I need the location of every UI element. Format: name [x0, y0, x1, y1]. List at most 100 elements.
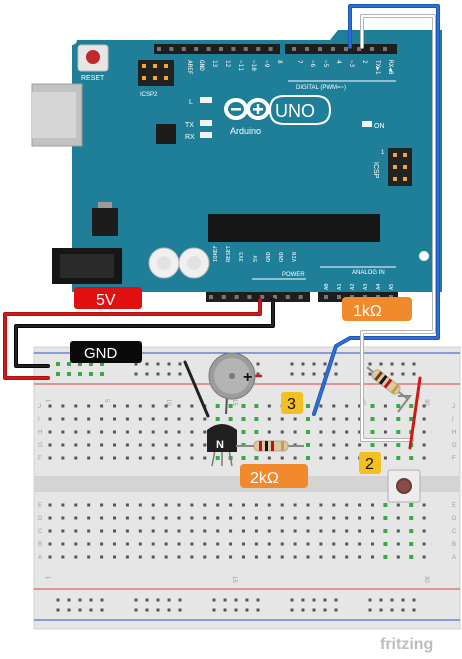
connected-hole — [383, 529, 388, 533]
breadboard-hole — [190, 417, 194, 421]
col-number-1: 1 — [44, 399, 50, 403]
connected-hole — [370, 430, 375, 434]
rail-hole — [290, 608, 294, 612]
breadboard-hole — [100, 529, 104, 533]
col-number-15-bottom: 15 — [231, 576, 237, 583]
rail-hole — [212, 598, 216, 602]
rail-hole — [156, 362, 160, 366]
breadboard-hole — [216, 529, 220, 533]
rail-hole — [56, 598, 60, 602]
connected-hole — [396, 404, 401, 408]
breadboard-hole — [100, 503, 104, 507]
rail-hole — [368, 362, 372, 366]
breadboard-hole — [61, 555, 65, 559]
breadboard-hole — [332, 417, 336, 421]
row-letter: F — [452, 456, 456, 462]
header-pin — [383, 47, 387, 51]
pin-label-tx: TX▶1 — [374, 60, 381, 75]
header-pin — [234, 295, 239, 299]
breadboard-hole — [371, 542, 374, 546]
rail-hole — [178, 608, 182, 612]
rail-hole — [323, 362, 327, 366]
rail-hole — [401, 598, 405, 602]
connected-hole — [409, 503, 414, 507]
breadboard-hole — [203, 417, 207, 421]
rail-hole — [134, 598, 138, 602]
marker-2: 2 — [359, 452, 381, 474]
breadboard-hole — [190, 443, 194, 447]
connected-hole — [254, 404, 259, 408]
pin-label-8: 8 — [276, 60, 283, 64]
breadboard-hole — [293, 529, 297, 533]
breadboard-hole — [280, 516, 284, 520]
led-l — [200, 97, 212, 103]
row-letter: G — [452, 443, 457, 449]
rail-hole — [334, 608, 338, 612]
rail-hole — [390, 362, 394, 366]
connected-hole — [241, 456, 246, 460]
row-letter: C — [452, 529, 457, 535]
breadboard-hole — [203, 555, 207, 559]
breadboard-hole — [203, 443, 207, 447]
breadboard-hole — [74, 542, 78, 546]
resistor-1k — [366, 366, 409, 401]
breadboard-hole — [358, 417, 362, 421]
connected-hole — [56, 362, 60, 366]
connected-hole — [100, 362, 104, 366]
connected-hole — [228, 404, 233, 408]
model-text: UNO — [275, 101, 315, 121]
analog-pin-a5: A5 — [389, 283, 395, 290]
pin-label-7: 7 — [296, 60, 303, 64]
rail-hole — [334, 362, 338, 366]
resistor-1k-lead — [397, 395, 412, 413]
power-pin-gnd: GND — [266, 252, 272, 262]
wire-red-button[interactable] — [408, 376, 422, 450]
breadboard-hole — [229, 542, 233, 546]
col-number-30-bottom: 30 — [423, 576, 429, 583]
rail-hole — [89, 598, 93, 602]
breadboard-hole — [203, 456, 207, 460]
pin-label-6: ~6 — [309, 60, 316, 68]
breadboard-hole — [242, 503, 245, 507]
rail-hole — [245, 608, 249, 612]
breadboard-hole — [190, 516, 194, 520]
wires — [3, 4, 440, 450]
breadboard-hole — [164, 529, 168, 533]
breadboard-hole — [293, 503, 297, 507]
rail-hole — [167, 598, 171, 602]
connected-hole — [370, 404, 375, 408]
breadboard-hole — [332, 555, 336, 559]
breadboard-hole — [87, 529, 91, 533]
breadboard-hole — [229, 555, 233, 559]
connected-hole — [215, 456, 220, 460]
rail-hole — [379, 598, 383, 602]
label-gnd-text: GND — [84, 345, 118, 362]
connected-hole — [409, 417, 414, 421]
header-pin — [206, 47, 211, 51]
breadboard-hole — [345, 404, 349, 408]
breadboard-hole — [203, 542, 207, 546]
connected-hole — [306, 430, 310, 434]
push-button[interactable] — [387, 469, 421, 503]
rail-hole — [212, 608, 216, 612]
breadboard-hole — [267, 404, 271, 408]
connected-hole — [228, 417, 233, 421]
breadboard-hole — [319, 430, 323, 434]
header-pin — [305, 47, 309, 51]
rail-hole — [323, 598, 327, 602]
breadboard-hole — [216, 516, 220, 520]
header-pin — [337, 295, 341, 299]
breadboard-hole — [267, 417, 271, 421]
breadboard-hole — [164, 555, 168, 559]
breadboard-hole — [280, 529, 284, 533]
breadboard-hole — [293, 417, 297, 421]
breadboard-hole — [383, 417, 387, 421]
connected-hole — [396, 417, 401, 421]
breadboard-hole — [61, 417, 65, 421]
connected-hole — [67, 362, 71, 366]
marker-2-text: 2 — [365, 456, 374, 473]
breadboard-hole — [164, 503, 168, 507]
rail-hole — [56, 608, 60, 612]
wire-black-transistor[interactable] — [183, 360, 210, 418]
piezo-buzzer: + — [208, 352, 262, 415]
